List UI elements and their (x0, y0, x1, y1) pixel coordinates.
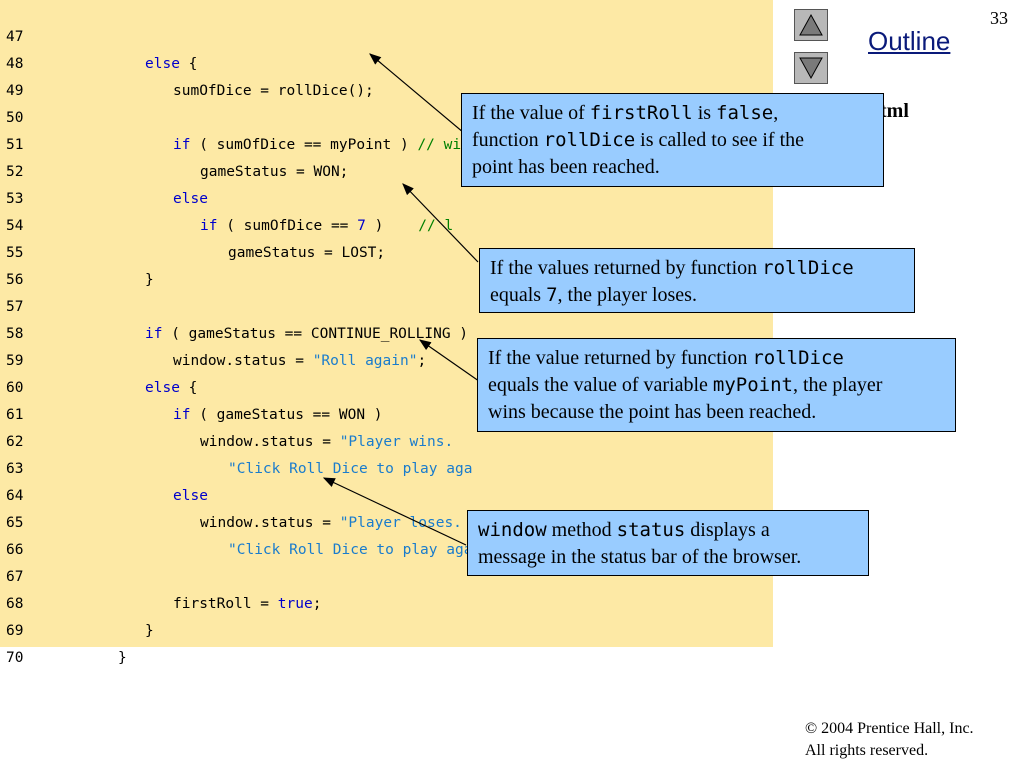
line-number: 54 (6, 218, 24, 234)
code-text: { (179, 56, 198, 72)
code-line-64: 64 window.status = "Player loses. " + (0, 456, 773, 531)
code-text: gameStatus = WON; (200, 164, 349, 180)
line-number: 49 (6, 83, 24, 99)
copyright-notice: © 2004 Prentice Hall, Inc. All rights re… (805, 720, 974, 759)
line-number: 47 (6, 29, 24, 45)
code-line-56: 56 (0, 240, 773, 288)
line-number: 56 (6, 272, 24, 288)
keyword: if (173, 407, 191, 423)
code-text: ( sumOfDice == myPoint ) (190, 137, 418, 153)
code-text: } (118, 650, 127, 666)
code-text: ( sumOfDice == (217, 218, 358, 234)
line-number: 65 (6, 515, 24, 531)
code-line-54: 54 gameStatus = LOST; (0, 186, 773, 261)
keyword: else (145, 380, 180, 396)
callout-window-status: window method status displays a message … (467, 510, 869, 576)
code-line-60: 60 if ( gameStatus == WON ) (0, 348, 773, 423)
code-line-61: 61 window.status = "Player wins. (0, 375, 773, 450)
code-text: sumOfDice = rollDice(); (173, 83, 374, 99)
code-text: } (145, 272, 154, 288)
code-line-69: 69 } (0, 591, 773, 666)
code-line-57: 57 if ( gameStatus == CONTINUE_ROLLING ) (0, 267, 773, 342)
line-number: 53 (6, 191, 24, 207)
callout-first-roll: If the value of firstRoll is false, func… (461, 93, 884, 187)
line-number: 67 (6, 569, 24, 585)
triangle-down-icon (799, 57, 823, 80)
code-line-48: 48 sumOfDice = rollDice(); (0, 24, 773, 99)
code-string: "Player wins. (339, 434, 462, 450)
file-title-fragment: tml (880, 100, 909, 122)
code-line-66: 66 (0, 510, 773, 558)
code-line-51: 51 gameStatus = WON; (0, 105, 773, 180)
code-text: { (179, 380, 198, 396)
previous-slide-button[interactable] (794, 9, 828, 41)
keyword: if (200, 218, 218, 234)
code-text: ; (312, 596, 322, 612)
line-number: 60 (6, 380, 24, 396)
line-number: 66 (6, 542, 24, 558)
line-number: 61 (6, 407, 24, 423)
code-line-59: 59 else { (0, 321, 773, 396)
code-line-49: 49 (0, 51, 773, 99)
keyword: else (173, 191, 208, 207)
keyword: true (277, 596, 313, 612)
slide-number: 33 (990, 8, 1008, 28)
line-number: 48 (6, 56, 24, 72)
code-line-47: 47 else { (0, 0, 773, 72)
keyword: else (173, 488, 208, 504)
line-number: 63 (6, 461, 24, 477)
keyword: if (173, 137, 191, 153)
code-text: firstRoll = (173, 596, 278, 612)
code-line-62: 62 "Click Roll Dice to play aga (0, 402, 773, 477)
line-number: 51 (6, 137, 24, 153)
keyword: else (145, 56, 180, 72)
line-number: 58 (6, 326, 24, 342)
code-text: ( gameStatus == WON ) (190, 407, 383, 423)
code-line-52: 52 else (0, 132, 773, 207)
code-text: ( gameStatus == CONTINUE_ROLLING ) (162, 326, 469, 342)
code-text: window.status = (173, 353, 313, 369)
code-line-68: 68 } (0, 564, 773, 639)
code-line-67: 67 firstRoll = true; (0, 537, 773, 612)
code-line-63: 63 else (0, 429, 773, 504)
callout-player-loses: If the values returned by function rollD… (479, 248, 915, 313)
line-number: 50 (6, 110, 24, 126)
next-slide-button[interactable] (794, 52, 828, 84)
code-text: ) (365, 218, 419, 234)
code-text: gameStatus = LOST; (228, 245, 386, 261)
code-line-70: 70 (0, 618, 773, 666)
line-number: 62 (6, 434, 24, 450)
line-number: 59 (6, 353, 24, 369)
code-line-55: 55 } (0, 213, 773, 288)
code-number: 7 (357, 218, 366, 234)
code-string: "Roll again" (312, 353, 418, 369)
code-string: "Click Roll Dice to play aga (228, 461, 473, 477)
triangle-up-icon (799, 13, 823, 36)
code-text: } (145, 623, 154, 639)
line-number: 70 (6, 650, 24, 666)
code-line-65: 65 "Click Roll Dice to play again."; (0, 483, 773, 558)
line-number: 55 (6, 245, 24, 261)
line-number: 68 (6, 596, 24, 612)
keyword: if (145, 326, 163, 342)
line-number: 52 (6, 164, 24, 180)
callout-player-wins: If the value returned by function rollDi… (477, 338, 956, 432)
outline-link[interactable]: Outline (868, 26, 951, 56)
code-text: window.status = (200, 434, 340, 450)
line-number: 57 (6, 299, 24, 315)
line-number: 69 (6, 623, 24, 639)
line-number: 64 (6, 488, 24, 504)
